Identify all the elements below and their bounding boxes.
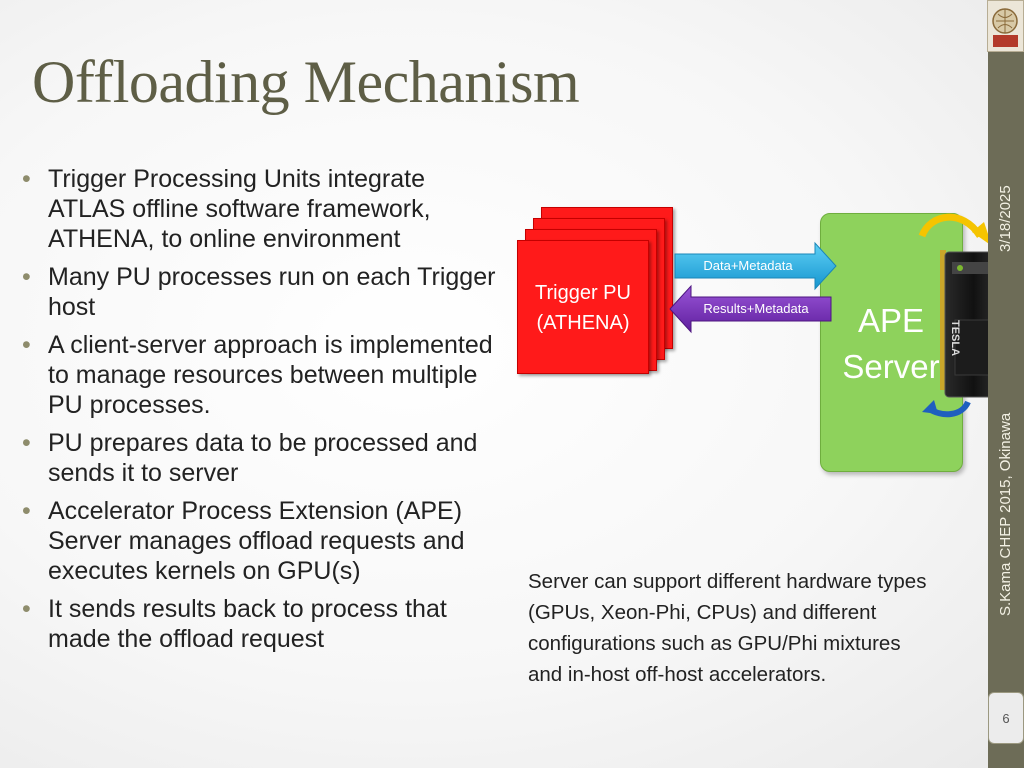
bullet-item: • Trigger Processing Units integrate ATLA…	[20, 164, 498, 254]
atlas-logo	[987, 0, 1024, 52]
pu-label-line2: (ATHENA)	[536, 312, 630, 334]
ape-server-box	[820, 213, 963, 472]
bullet-text: Many PU processes run on each Trigger ho…	[48, 263, 496, 321]
bullet-text: A client-server approach is implemented …	[48, 331, 493, 419]
return-arrow-icon	[922, 400, 971, 418]
bullet-list: • Trigger Processing Units integrate ATLA…	[20, 164, 498, 662]
pu-card-front	[517, 240, 649, 374]
bullet-icon: •	[22, 429, 31, 457]
slide-date: 3/18/2025	[997, 185, 1014, 252]
ape-label-line1: APE	[857, 302, 925, 339]
bullet-text: Accelerator Process Extension (APE) Serv…	[48, 497, 465, 585]
ape-server-label: APE Server	[830, 298, 952, 390]
atlas-logo-icon	[992, 8, 1018, 47]
results-metadata-arrow	[669, 284, 832, 334]
caption-text: Server can support different hardware ty…	[528, 570, 927, 686]
bullet-text: It sends results back to process that ma…	[48, 595, 447, 653]
page-number: 6	[988, 692, 1024, 744]
data-metadata-arrow	[674, 241, 837, 291]
gpu-brand-label: TESLA	[949, 320, 961, 357]
pu-label: Trigger PU (ATHENA)	[517, 278, 649, 338]
bullet-item: • It sends results back to process that m…	[20, 594, 498, 654]
bullet-item: • A client-server approach is implemented…	[20, 330, 498, 420]
ape-label-line2: Server	[842, 348, 940, 385]
slide-title: Offloading Mechanism	[32, 49, 580, 115]
data-metadata-label: Data+Metadata	[703, 258, 793, 273]
bullet-icon: •	[22, 497, 31, 525]
bullet-text: PU prepares data to be processed and sen…	[48, 429, 478, 487]
bullet-icon: •	[22, 595, 31, 623]
curved-arrow-icon	[918, 213, 992, 246]
pu-label-line1: Trigger PU	[535, 282, 631, 304]
bullet-item: • Many PU processes run on each Trigger h…	[20, 262, 498, 322]
right-sidebar	[988, 0, 1024, 768]
slide-footer: S.Kama CHEP 2015, Okinawa	[997, 412, 1014, 616]
bullet-item: • Accelerator Process Extension (APE) Ser…	[20, 496, 498, 586]
gpu-card-icon	[940, 250, 1003, 398]
bullet-item: • PU prepares data to be processed and se…	[20, 428, 498, 488]
results-metadata-label: Results+Metadata	[703, 301, 809, 316]
bullet-icon: •	[22, 331, 31, 359]
bullet-icon: •	[22, 165, 31, 193]
bullet-icon: •	[22, 263, 31, 291]
bullet-text: Trigger Processing Units integrate ATLAS…	[48, 165, 431, 253]
